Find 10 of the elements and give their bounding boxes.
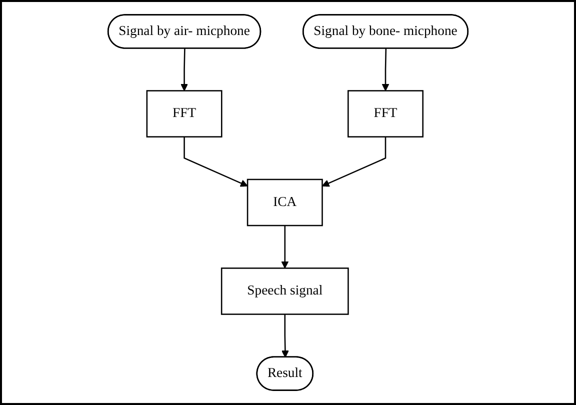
node-box: FFT	[348, 90, 424, 138]
arrow	[180, 48, 188, 92]
node-box: FFT	[146, 90, 222, 138]
arrow	[281, 314, 289, 358]
arrow	[184, 136, 248, 187]
arrow	[322, 136, 386, 187]
arrow	[382, 48, 390, 92]
node-box: Speech signal	[220, 268, 349, 315]
node-box: ICA	[246, 178, 323, 226]
arrow	[281, 226, 289, 269]
